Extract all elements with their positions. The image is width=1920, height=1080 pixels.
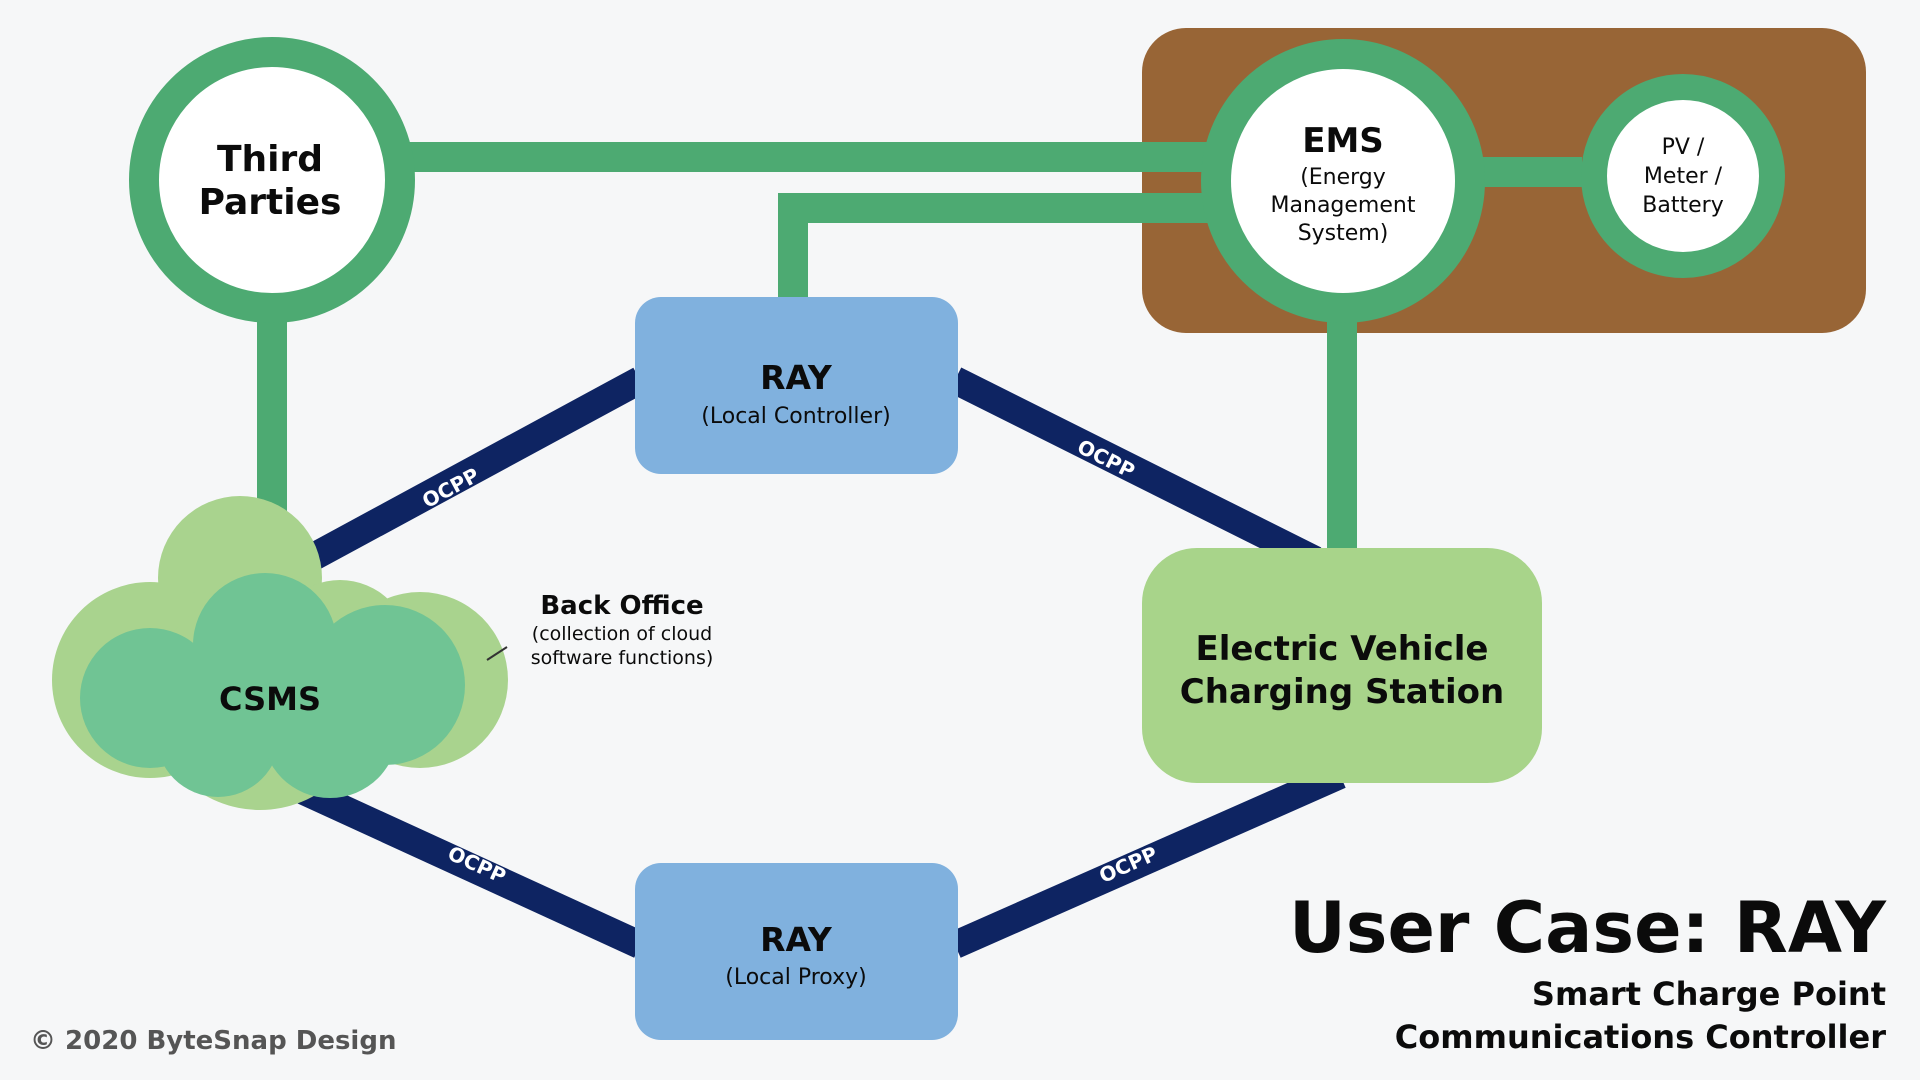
green-links	[257, 142, 1582, 590]
back-office-line1: (collection of cloud	[532, 623, 712, 645]
ray-controller-subtitle: (Local Controller)	[701, 404, 890, 429]
ems-line1: (Energy	[1300, 165, 1386, 190]
ev-station-line2: Charging Station	[1180, 672, 1504, 712]
ems-title: EMS	[1302, 121, 1384, 161]
ocpp-link-ray-proxy-ev	[949, 762, 1346, 958]
link-ray-controller-ems	[778, 193, 1225, 300]
ray-controller-title: RAY	[760, 358, 833, 397]
ray-local-controller-box	[635, 297, 958, 474]
subtitle-line1: Smart Charge Point	[1532, 975, 1886, 1013]
ocpp-links	[273, 367, 1346, 958]
ocpp-link-csms-ray-controller	[273, 367, 647, 588]
back-office-line2: software functions)	[531, 647, 714, 669]
third-parties-node	[129, 37, 415, 323]
third-parties-label-line1: Third	[217, 139, 323, 180]
main-title: User Case: RAY	[1289, 887, 1887, 969]
ocpp-link-ray-controller-ev	[948, 367, 1322, 573]
csms-label: CSMS	[219, 680, 321, 718]
third-parties-label-line2: Parties	[199, 182, 342, 223]
ems-line3: System)	[1298, 221, 1389, 246]
ems-node	[1201, 39, 1485, 323]
back-office-pointer	[486, 646, 508, 661]
pv-line1: PV /	[1662, 135, 1705, 160]
copyright: © 2020 ByteSnap Design	[30, 1026, 396, 1056]
ray-proxy-title: RAY	[760, 920, 833, 959]
pv-meter-battery-node	[1581, 74, 1785, 278]
ev-station-line1: Electric Vehicle	[1195, 629, 1488, 669]
ems-line2: Management	[1271, 193, 1416, 218]
csms-cloud	[52, 496, 508, 810]
ray-local-proxy-box	[635, 863, 958, 1040]
subtitle-line2: Communications Controller	[1395, 1018, 1886, 1056]
ray-proxy-subtitle: (Local Proxy)	[725, 965, 866, 990]
pv-line2: Meter /	[1644, 164, 1723, 189]
ev-charging-station-box	[1142, 548, 1542, 783]
back-office-title: Back Office	[540, 591, 703, 621]
pv-line3: Battery	[1642, 193, 1723, 218]
ocpp-link-csms-ray-proxy	[274, 767, 646, 958]
